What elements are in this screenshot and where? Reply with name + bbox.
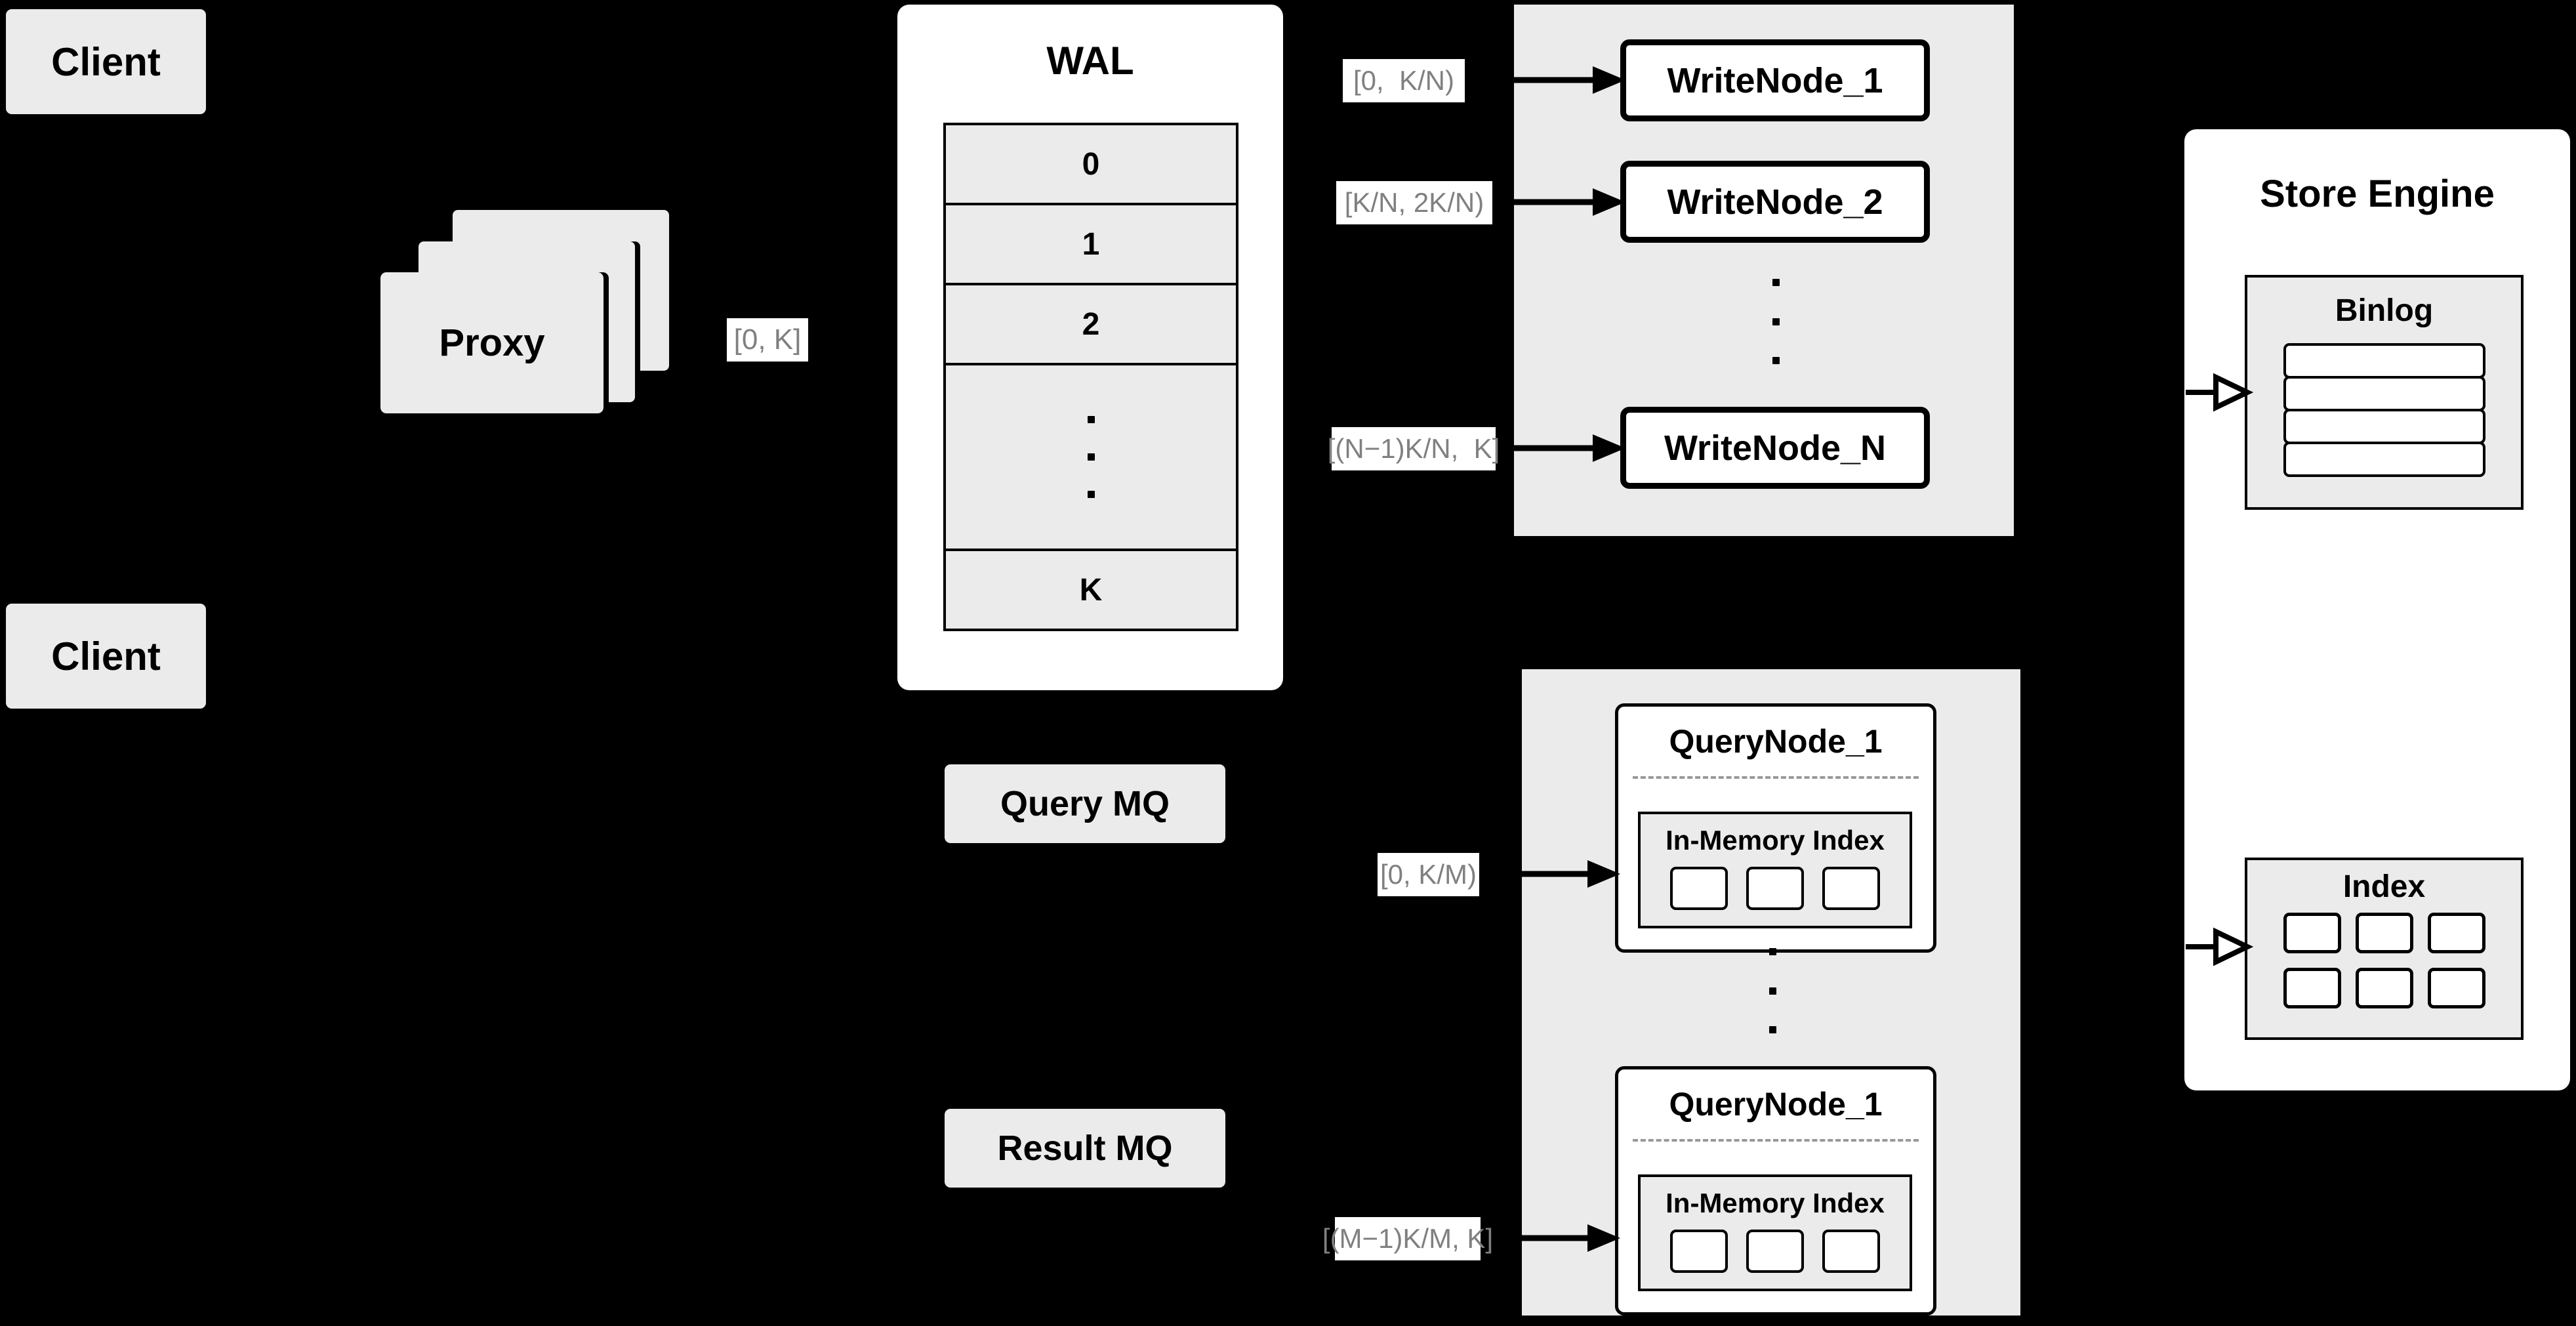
query-node-1-label-wrap: QueryNode_1 — [1618, 707, 1933, 776]
write-node-2-label: WriteNode_2 — [1667, 182, 1883, 222]
binlog-bar[interactable] — [2283, 409, 2485, 444]
store-index-cell[interactable] — [2283, 968, 2341, 1008]
index-cell[interactable] — [1746, 867, 1804, 910]
query-node-m-inmemory-index: In-Memory Index — [1638, 1174, 1912, 1291]
binlog-bar[interactable] — [2283, 442, 2485, 477]
result-mq-label: Result MQ — [997, 1129, 1173, 1168]
write-node-1-label: WriteNode_1 — [1667, 60, 1883, 100]
write-node-n-label: WriteNode_N — [1664, 428, 1887, 468]
index-cell[interactable] — [1670, 867, 1728, 910]
binlog-title: Binlog — [2335, 293, 2434, 328]
query-node-1[interactable]: QueryNode_1 In-Memory Index — [1615, 703, 1936, 953]
wal-row-1[interactable]: 1 — [946, 205, 1236, 285]
store-engine-panel: Store Engine Binlog Index — [2184, 129, 2570, 1090]
query-node-1-index-title: In-Memory Index — [1666, 825, 1885, 856]
query-mq-box[interactable]: Query MQ — [945, 764, 1225, 843]
write-node-n-arrow — [1514, 434, 1625, 462]
client-label-1: Client — [51, 39, 161, 84]
query-node-1-inmemory-index: In-Memory Index — [1638, 812, 1912, 928]
store-index-cell[interactable] — [2355, 968, 2413, 1008]
query-node-1-label: QueryNode_1 — [1669, 723, 1883, 760]
store-engine-title: Store Engine — [2260, 172, 2495, 215]
write-node-1-arrow — [1514, 66, 1625, 94]
query-node-1-arrow — [1522, 860, 1620, 888]
query-node-1-separator — [1633, 776, 1919, 779]
store-index-cell[interactable] — [2427, 968, 2485, 1008]
wal-row-0[interactable]: 0 — [946, 125, 1236, 205]
write-node-2-range-label: [K/N, 2K/N) — [1336, 181, 1492, 224]
result-mq-box[interactable]: Result MQ — [945, 1109, 1225, 1188]
proxy-card-front[interactable]: Proxy — [380, 272, 603, 413]
query-node-m-label-wrap: QueryNode_1 — [1618, 1069, 1933, 1139]
query-node-m[interactable]: QueryNode_1 In-Memory Index — [1615, 1066, 1936, 1316]
write-node-n-range-label: [(N−1)K/N, K] — [1328, 427, 1500, 470]
store-index-cell[interactable] — [2427, 913, 2485, 953]
index-inbound-arrow — [2186, 927, 2254, 966]
binlog-panel: Binlog — [2245, 275, 2524, 510]
query-node-m-label: QueryNode_1 — [1669, 1086, 1883, 1123]
proxy-stack[interactable]: Proxy — [380, 210, 669, 433]
query-node-1-range-label: [0, K/M) — [1378, 853, 1479, 896]
query-node-m-index-title: In-Memory Index — [1666, 1188, 1885, 1218]
binlog-bar[interactable] — [2283, 376, 2485, 411]
client-box-1[interactable]: Client — [6, 9, 206, 114]
wal-row-ellipsis — [946, 365, 1236, 551]
write-node-2-arrow — [1514, 188, 1625, 216]
wal-vertical-dots-icon — [1087, 416, 1095, 498]
index-title: Index — [2342, 869, 2426, 904]
index-cell[interactable] — [1822, 1230, 1880, 1273]
query-node-m-range-label: [(M−1)K/M, K] — [1322, 1217, 1493, 1260]
binlog-bar[interactable] — [2283, 343, 2485, 379]
write-node-n[interactable]: WriteNode_N — [1620, 407, 1930, 489]
proxy-label: Proxy — [439, 321, 545, 364]
query-node-m-arrow — [1522, 1224, 1620, 1252]
query-cluster-vertical-dots-icon — [1768, 948, 1777, 1033]
query-mq-label: Query MQ — [1000, 784, 1170, 823]
index-cell[interactable] — [1670, 1230, 1728, 1273]
binlog-inbound-arrow — [2186, 373, 2254, 412]
index-cell[interactable] — [1746, 1230, 1804, 1273]
wal-row-k[interactable]: K — [1079, 572, 1103, 608]
wal-panel: WAL 0 1 2 K — [897, 5, 1283, 690]
query-node-m-separator — [1633, 1139, 1919, 1142]
wal-title: WAL — [1046, 38, 1134, 83]
client-box-2[interactable]: Client — [6, 604, 206, 709]
write-node-1-range-label: [0, K/N) — [1343, 59, 1465, 102]
wal-row-2[interactable]: 2 — [946, 285, 1236, 365]
write-cluster-vertical-dots-icon — [1771, 279, 1780, 364]
index-cell[interactable] — [1822, 867, 1880, 910]
store-index-cell[interactable] — [2355, 913, 2413, 953]
write-node-1[interactable]: WriteNode_1 — [1620, 39, 1930, 121]
wal-table: 0 1 2 K — [943, 123, 1238, 631]
store-index-cell[interactable] — [2283, 913, 2341, 953]
proxy-range-label: [0, K] — [727, 318, 808, 362]
index-panel: Index — [2245, 858, 2524, 1040]
client-label-2: Client — [51, 634, 161, 678]
write-node-2[interactable]: WriteNode_2 — [1620, 161, 1930, 243]
